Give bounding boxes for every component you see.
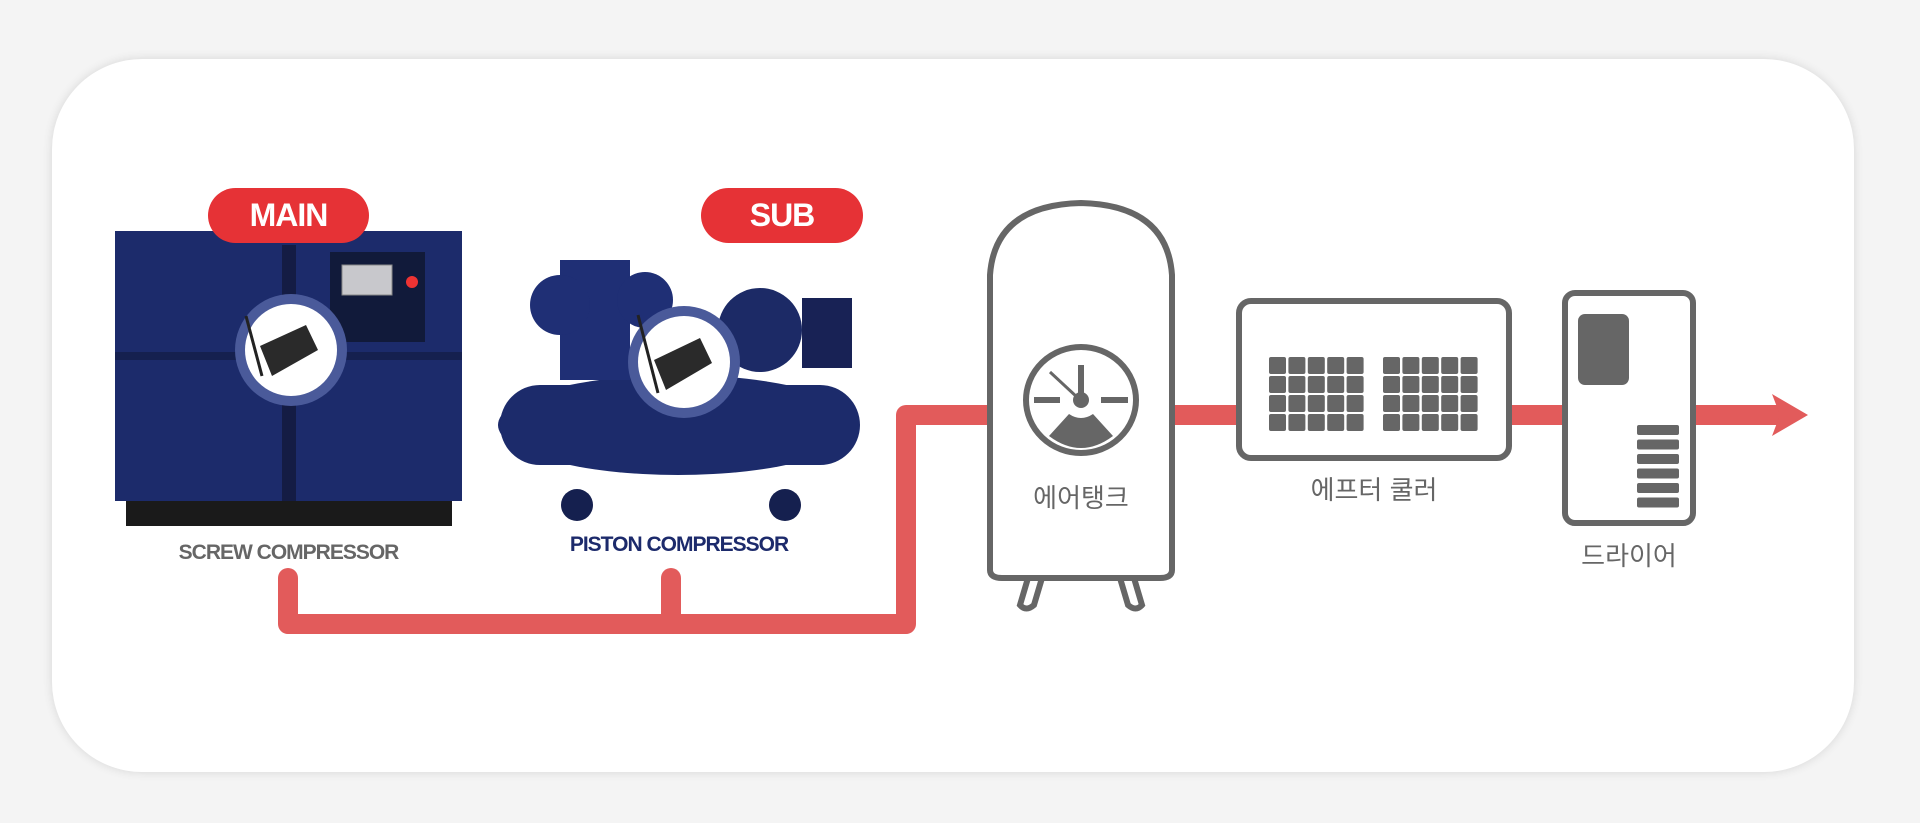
cooler-fin	[1288, 395, 1306, 412]
cooler-fin	[1307, 395, 1325, 412]
cooler-fin	[1346, 376, 1364, 393]
piston-compressor-image	[498, 260, 860, 521]
cooler-fin	[1269, 357, 1286, 374]
iot-gateway-icon	[636, 314, 712, 394]
air-tank-label: 에어탱크	[1033, 483, 1129, 513]
cooler-fin	[1346, 357, 1364, 374]
cooler-fin	[1383, 376, 1400, 393]
screw-compressor-image	[115, 231, 462, 526]
cooler-fin	[1460, 357, 1478, 374]
cooler-fin	[1402, 395, 1420, 412]
cooler-fin	[1402, 357, 1420, 374]
cooler-fin	[1288, 414, 1306, 431]
cooler-fin	[1421, 395, 1439, 412]
cooler-fin	[1346, 414, 1364, 431]
cooler-fin	[1383, 414, 1400, 431]
piston-compressor-label: PISTON COMPRESSOR	[569, 533, 789, 556]
cooler-fin	[1288, 376, 1306, 393]
cooler-fin	[1307, 357, 1325, 374]
cooler-fin	[1269, 376, 1286, 393]
cooler-fin	[1421, 414, 1439, 431]
cooler-fin	[1383, 357, 1400, 374]
air-pipe	[278, 405, 1780, 634]
dryer-vent-slat	[1637, 454, 1679, 464]
after-cooler-icon	[1236, 298, 1512, 461]
cooler-fin	[1327, 395, 1345, 412]
cooler-fin	[1307, 414, 1325, 431]
cooler-fin	[1421, 357, 1439, 374]
cooler-fin	[1460, 376, 1478, 393]
cooler-fin	[1327, 414, 1345, 431]
dryer-vent-slat	[1637, 439, 1679, 450]
cooler-fin	[1269, 395, 1286, 412]
cooler-fin	[1307, 376, 1325, 393]
dryer-icon	[1562, 290, 1696, 526]
cooler-fin	[1288, 357, 1306, 374]
screw-compressor-label: SCREW COMPRESSOR	[178, 541, 400, 564]
cooler-fin	[1327, 357, 1345, 374]
cooler-fin	[1441, 357, 1459, 374]
cooler-fin	[1269, 414, 1286, 431]
cooler-fin	[1460, 395, 1478, 412]
dryer-vent-slat	[1637, 425, 1679, 435]
dryer-vent-slat	[1637, 468, 1679, 479]
after-cooler-label: 에프터 쿨러	[1310, 475, 1438, 505]
cooler-fin	[1421, 376, 1439, 393]
dryer-label: 드라이어	[1581, 541, 1677, 571]
cooler-fin	[1346, 395, 1364, 412]
sub-badge: SUB	[701, 188, 863, 243]
dryer-vent-slat	[1637, 497, 1679, 508]
cooler-fin	[1402, 414, 1420, 431]
main-badge: MAIN	[208, 188, 369, 243]
cooler-fin	[1441, 414, 1459, 431]
iot-gateway-icon	[244, 315, 318, 377]
dryer-vent-slat	[1637, 483, 1679, 493]
cooler-fin	[1441, 395, 1459, 412]
air-tank-icon	[987, 199, 1175, 612]
cooler-fin	[1327, 376, 1345, 393]
cooler-fin	[1460, 414, 1478, 431]
cooler-fin	[1402, 376, 1420, 393]
flow-arrow-head	[1772, 394, 1808, 436]
cooler-fin	[1383, 395, 1400, 412]
cooler-fin	[1441, 376, 1459, 393]
